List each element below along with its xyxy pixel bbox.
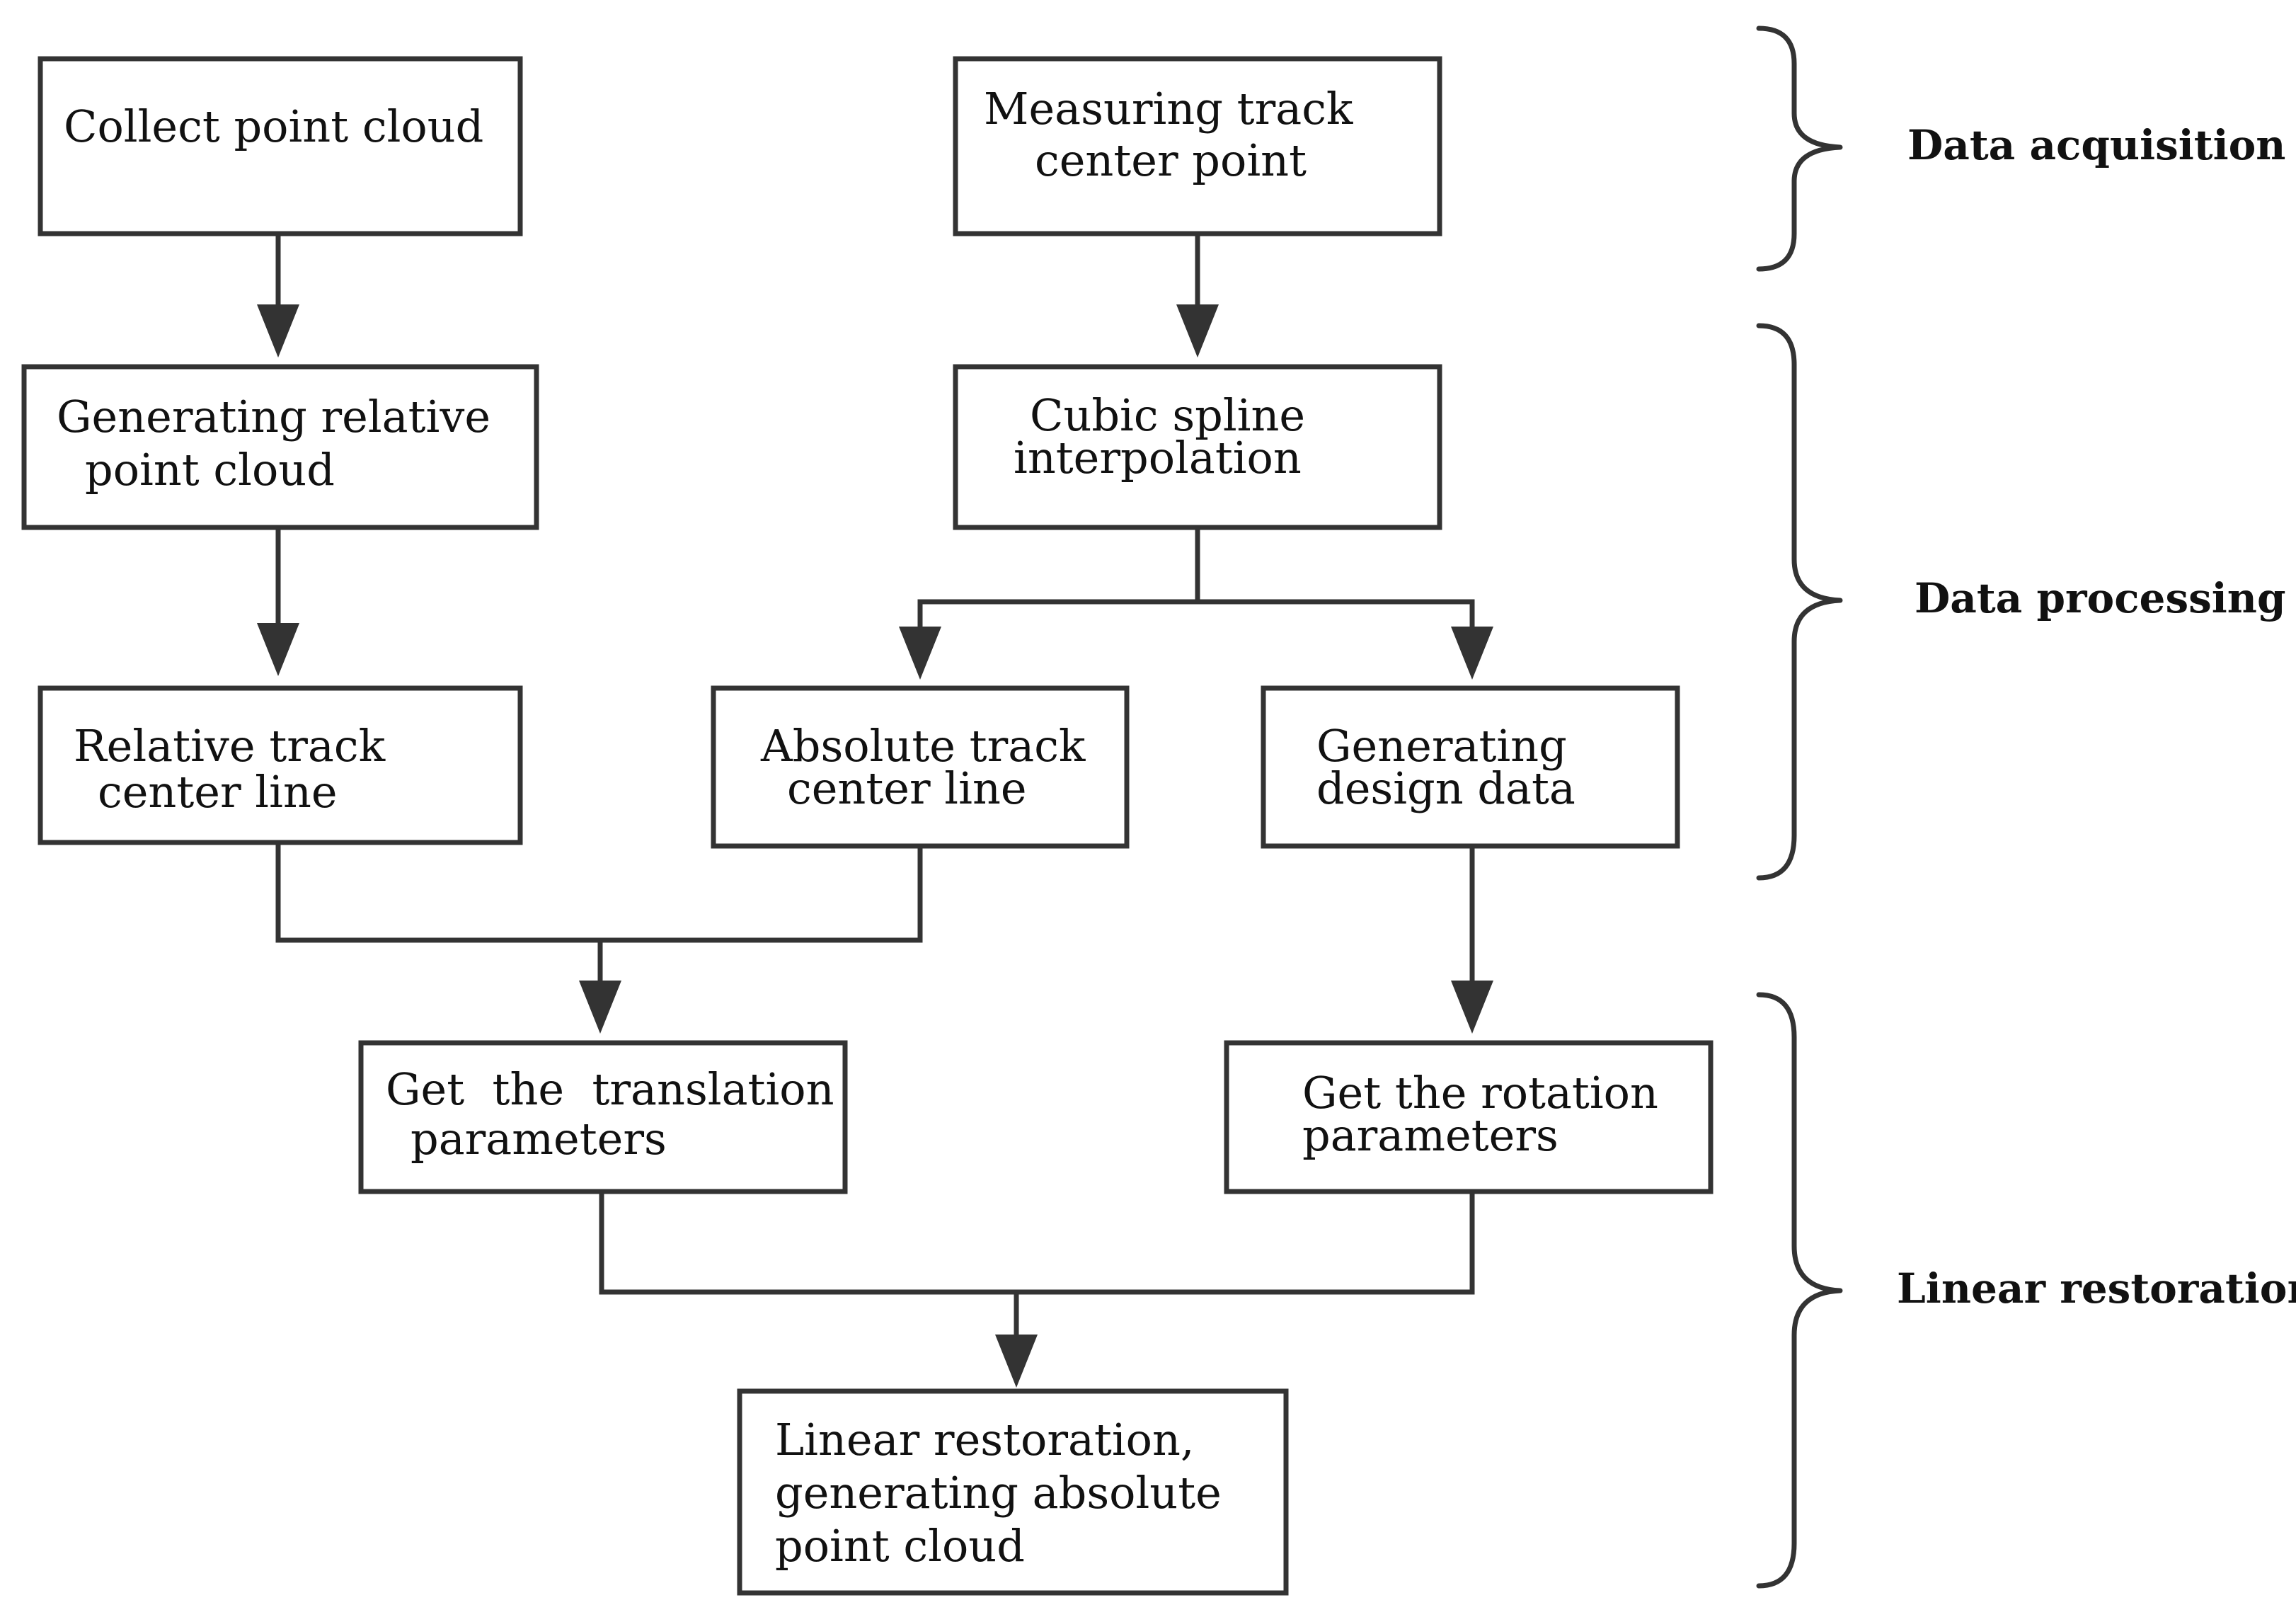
phase-label: Data acquisition [1907,121,2285,169]
box-label-line: Get the translation [386,1063,834,1115]
box-label-line: Linear restoration, [775,1414,1195,1465]
box-label-line: Generating relative [57,391,490,442]
box-label-line: center line [98,766,338,818]
box-label-line: parameters [1302,1109,1559,1161]
arrowhead-icon [1451,981,1493,1034]
arrowhead-icon [899,627,941,680]
edge-translation-rotation-merge [599,1192,1475,1295]
phase-label: Data processing [1915,574,2286,622]
box-frame [21,364,539,530]
box-absolute-track-center-line: Absolute track center line [711,685,1130,849]
box-relative-track-center-line: Relative track center line [38,685,523,845]
box-label-line: generating absolute [775,1467,1222,1519]
box-get-rotation-parameters: Get the rotation parameters [1224,1040,1714,1194]
box-frame [711,685,1130,849]
edge-relative-absolute-merge [275,842,923,943]
arrowhead-icon [579,981,621,1034]
phase-brace-data-acquisition: Data acquisition [1756,25,2285,272]
box-measuring-track-center-point: Measuring track center point [953,56,1442,236]
box-label-line: center point [1035,135,1307,186]
brace-icon [1756,323,1843,881]
phase-label: Linear restoration [1897,1264,2296,1313]
box-label-line: Cubic spline [1030,389,1305,441]
box-label-line: point cloud [775,1520,1025,1572]
box-label-line: center line [787,762,1027,814]
box-label-line: interpolation [1014,432,1302,484]
arrowhead-icon [995,1335,1038,1388]
arrowhead-icon [1176,304,1219,358]
phase-brace-data-processing: Data processing [1756,323,2286,881]
box-frame [953,364,1442,530]
box-frame [38,685,523,845]
box-label-line: Generating [1316,720,1567,772]
brace-icon [1756,25,1843,272]
box-label-line: design data [1316,762,1575,814]
box-generating-design-data: Generating design data [1261,685,1680,849]
box-label-line: point cloud [85,444,335,496]
arrowhead-icon [1451,627,1493,680]
box-collect-point-cloud: Collect point cloud [38,56,523,236]
box-label-line: Collect point cloud [64,101,483,152]
box-frame [1261,685,1680,849]
box-label-line: Relative track [74,720,386,772]
brace-icon [1756,992,1843,1589]
edge-cubic-spline-split [917,527,1200,634]
box-label-line: Measuring track [984,83,1353,135]
arrowhead-icon [257,623,299,676]
edge-cubic-spline-split-right [1198,599,1475,634]
box-get-translation-parameters: Get the translation parameters [358,1040,848,1194]
connectors [257,234,1493,1388]
box-frame [737,1388,1289,1596]
box-frame [38,56,523,236]
box-generating-relative-point-cloud: Generating relative point cloud [21,364,539,530]
box-frame [1224,1040,1714,1194]
box-frame [953,56,1442,236]
box-cubic-spline-interpolation: Cubic spline interpolation [953,364,1442,530]
box-label-line: Get the rotation [1302,1067,1658,1119]
box-label-line: Absolute track [760,720,1086,772]
arrowhead-icon [257,304,299,358]
phase-brace-linear-restoration: Linear restoration [1756,992,2296,1589]
box-frame [358,1040,848,1194]
box-label-line: parameters [411,1113,667,1165]
box-linear-restoration-output: Linear restoration, generating absolute … [737,1388,1289,1596]
